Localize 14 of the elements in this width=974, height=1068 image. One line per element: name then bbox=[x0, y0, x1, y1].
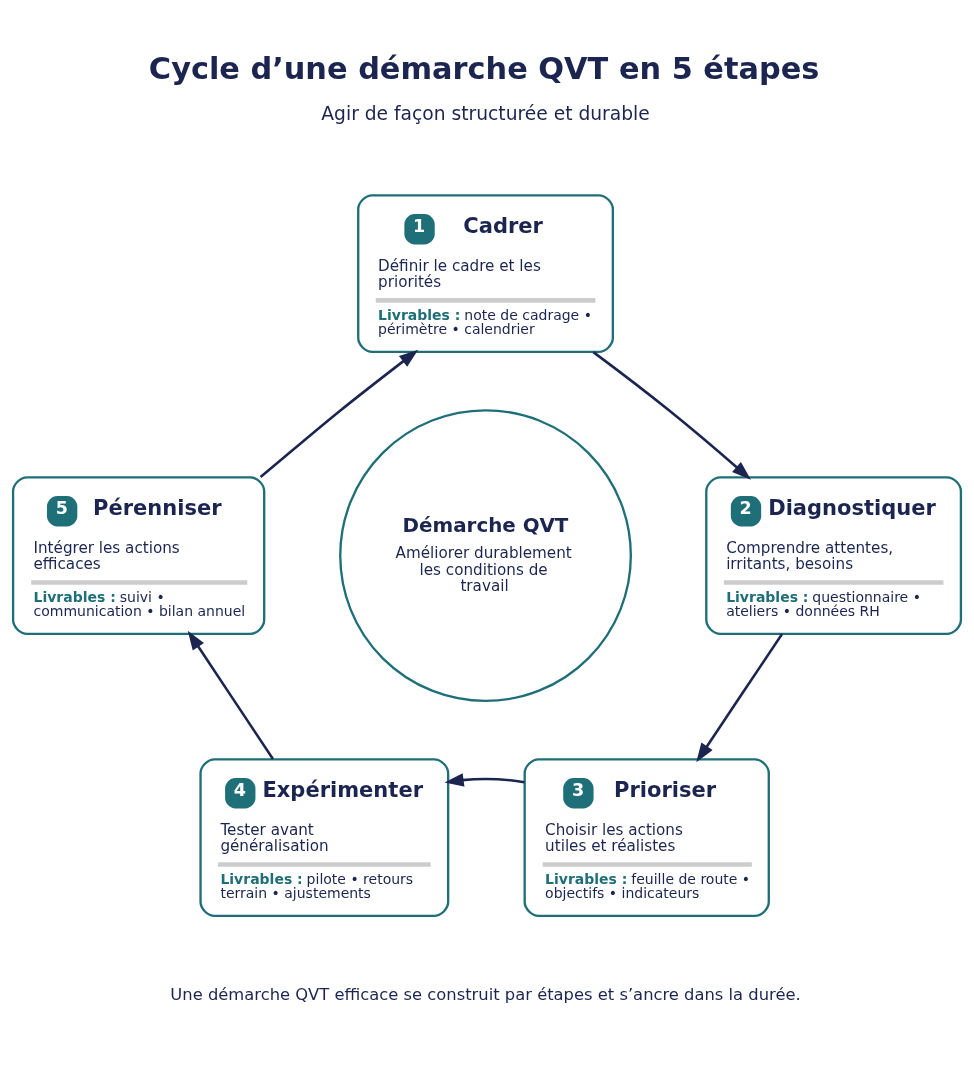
label: Agir de façon structurée et durable bbox=[321, 103, 650, 125]
arrow bbox=[696, 633, 784, 763]
node-box: 4 Expérimenter Tester avant généralisation Livrables : pilote • retours terrain • ajustements bbox=[199, 758, 450, 918]
diagram-title: Cycle d’une démarche QVT en 5 étapes bbox=[148, 51, 820, 87]
node-box: 3 Prioriser Choisir les actions utiles et réalistes Livrables : feuille de route • objectifs • indicateurs bbox=[523, 758, 770, 918]
arrow bbox=[592, 351, 751, 480]
caption: Une démarche QVT efficace se construit par étapes et s’ancre dans la durée. bbox=[170, 984, 801, 1004]
arrow bbox=[444, 773, 525, 787]
arrow bbox=[187, 630, 275, 760]
node-circle: Démarche QVT Améliorer durablement les conditions de travail bbox=[339, 409, 632, 703]
node-box: 1 Cadrer Définir le cadre et les priorités Livrables : note de cadrage • périmètre • calendrier bbox=[357, 194, 614, 354]
node-box: 2 Diagnostiquer Comprendre attentes, irritants, besoins Livrables : questionnaire • ateliers • données RH bbox=[705, 476, 963, 636]
arrow bbox=[259, 349, 419, 479]
node-box: 5 Pérenniser Intégrer les actions efficaces Livrables : suivi • communication • bilan annuel bbox=[11, 476, 266, 636]
